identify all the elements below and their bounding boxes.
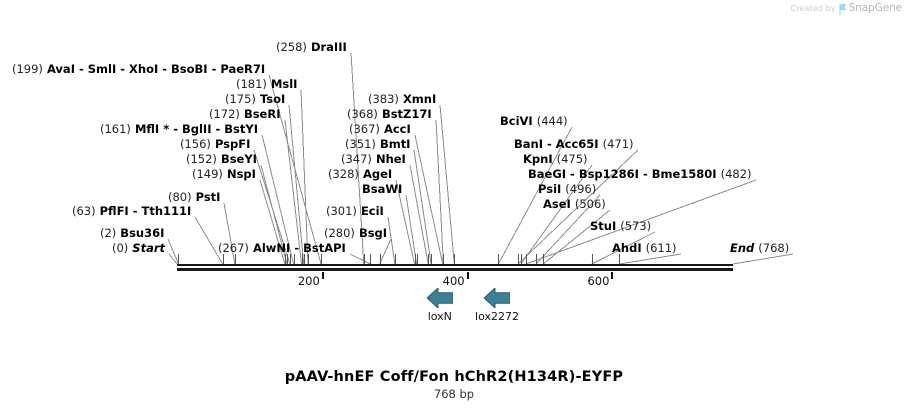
cut-site-tick — [178, 254, 180, 264]
leader-line — [619, 253, 682, 265]
site-label-asei[interactable]: AseI (506) — [543, 197, 606, 211]
backbone-line-bottom — [177, 268, 733, 271]
cut-site-tick — [416, 254, 418, 264]
leader-line — [167, 238, 179, 265]
cut-site-tick — [498, 254, 500, 264]
site-label-nhei[interactable]: (347) NheI — [341, 152, 406, 166]
leader-line — [300, 89, 309, 265]
cut-site-tick — [442, 254, 444, 264]
site-label-start[interactable]: (0) Start — [112, 241, 166, 255]
cut-site-tick — [414, 254, 416, 264]
cut-site-tick — [454, 254, 456, 264]
feature-label: loxN — [427, 310, 452, 323]
cut-site-tick — [591, 254, 593, 264]
site-label-ecii[interactable]: (301) EciI — [326, 204, 384, 218]
leader-line — [409, 164, 429, 265]
cut-site-tick — [543, 254, 545, 264]
site-label-pflfi-tth111i[interactable]: (63) PflFI - Tth111I — [72, 204, 192, 218]
ruler-tick-label: 400 — [442, 274, 465, 288]
leader-line — [435, 119, 444, 265]
leader-line — [413, 149, 432, 265]
cut-site-tick — [287, 254, 288, 264]
cut-site-tick — [379, 254, 381, 264]
cut-site-tick — [443, 254, 445, 264]
site-label-xmni[interactable]: (383) XmnI — [368, 92, 437, 106]
site-label-end[interactable]: End (768) — [730, 241, 790, 255]
leader-line — [168, 253, 178, 265]
ruler-tick — [611, 272, 614, 279]
site-label-kpni[interactable]: KpnI (475) — [523, 152, 588, 166]
ruler-tick-label: 200 — [297, 274, 320, 288]
site-label-psii[interactable]: PsiI (496) — [538, 182, 597, 196]
site-label-acci[interactable]: (367) AccI — [349, 122, 411, 136]
site-label-draiii[interactable]: (258) DraIII — [276, 40, 347, 54]
site-label-nspi[interactable]: (149) NspI — [192, 167, 256, 181]
cut-site-tick — [301, 254, 303, 264]
cut-site-tick — [394, 254, 396, 264]
snapgene-watermark: Created by SnapGene — [790, 2, 902, 15]
cut-site-tick — [363, 254, 365, 264]
site-label-bsgi[interactable]: (280) BsgI — [324, 226, 388, 240]
cut-site-tick — [303, 254, 305, 264]
cut-site-tick — [520, 254, 522, 264]
site-label-bcivi[interactable]: BciVI (444) — [500, 114, 568, 128]
feature-label: lox2272 — [475, 310, 519, 323]
site-label-bstz17i[interactable]: (368) BstZ17I — [347, 107, 432, 121]
page-title: pAAV-hnEF Coff/Fon hChR2(H134R)-EYFP — [284, 369, 624, 385]
site-label-bsawi[interactable]: BsaWI — [362, 182, 403, 196]
leader-line — [732, 253, 794, 265]
site-label-alwni-bstapi[interactable]: (267) AlwNI - BstAPI — [218, 241, 346, 255]
site-label-tsoi[interactable]: (175) TsoI — [225, 92, 286, 106]
leader-line — [414, 134, 444, 265]
arrow-icon — [426, 288, 453, 308]
watermark-brand-label: SnapGene — [848, 2, 902, 14]
cut-site-tick — [428, 254, 430, 264]
site-label-msli[interactable]: (181) MslI — [236, 77, 298, 91]
leader-line — [439, 104, 455, 265]
site-label-bseyi[interactable]: (152) BseYI — [186, 152, 257, 166]
sequence-length-label: 768 bp — [433, 387, 475, 401]
cut-site-tick — [518, 254, 519, 264]
snapgene-flag-icon — [839, 3, 846, 15]
cut-site-tick — [284, 254, 286, 264]
ruler-tick-label: 600 — [587, 274, 610, 288]
site-label-psti[interactable]: (80) PstI — [168, 190, 221, 204]
watermark-created-by-label: Created by — [790, 3, 836, 13]
cut-site-tick — [222, 254, 224, 264]
site-label-stui[interactable]: StuI (573) — [590, 219, 652, 233]
backbone-line-top — [177, 264, 733, 266]
cut-site-tick — [293, 254, 295, 264]
cut-site-tick — [536, 254, 538, 264]
ruler-tick — [466, 272, 469, 279]
cut-site-tick — [321, 254, 323, 264]
site-label-agei[interactable]: (328) AgeI — [328, 167, 393, 181]
ruler-tick — [321, 272, 324, 279]
site-label-bsu36i[interactable]: (2) Bsu36I — [100, 226, 165, 240]
feature-lox2272[interactable]: lox2272 — [475, 288, 519, 323]
cut-site-tick — [431, 254, 433, 264]
site-label-ahdi[interactable]: AhdI (611) — [612, 241, 677, 255]
feature-loxn[interactable]: loxN — [426, 288, 453, 323]
leader-line — [349, 253, 371, 265]
leader-line — [379, 238, 392, 265]
site-label-pspfi[interactable]: (156) PspFI — [180, 137, 251, 151]
site-label-mfli-bglii-bstyi[interactable]: (161) MflI * - BglII - BstYI — [100, 122, 258, 136]
cut-site-tick — [525, 254, 527, 264]
arrow-icon — [484, 288, 510, 308]
leader-line — [387, 216, 396, 265]
site-label-bmti[interactable]: (351) BmtI — [345, 137, 411, 151]
site-label-baegi-bsp1286i-bme1580i[interactable]: BaeGI - Bsp1286I - Bme1580I (482) — [528, 167, 752, 181]
cut-site-tick — [289, 254, 291, 264]
cut-site-tick — [370, 254, 372, 264]
cut-site-tick — [234, 254, 236, 264]
cut-site-tick — [308, 254, 309, 264]
site-label-avai-smli-xhoi-bsobi-paer7i[interactable]: (199) AvaI - SmlI - XhoI - BsoBI - PaeR7… — [12, 62, 266, 76]
site-label-bani-acc65i[interactable]: BanI - Acc65I (471) — [514, 137, 634, 151]
site-label-bseri[interactable]: (172) BseRI — [209, 107, 281, 121]
cut-site-tick — [619, 254, 621, 264]
